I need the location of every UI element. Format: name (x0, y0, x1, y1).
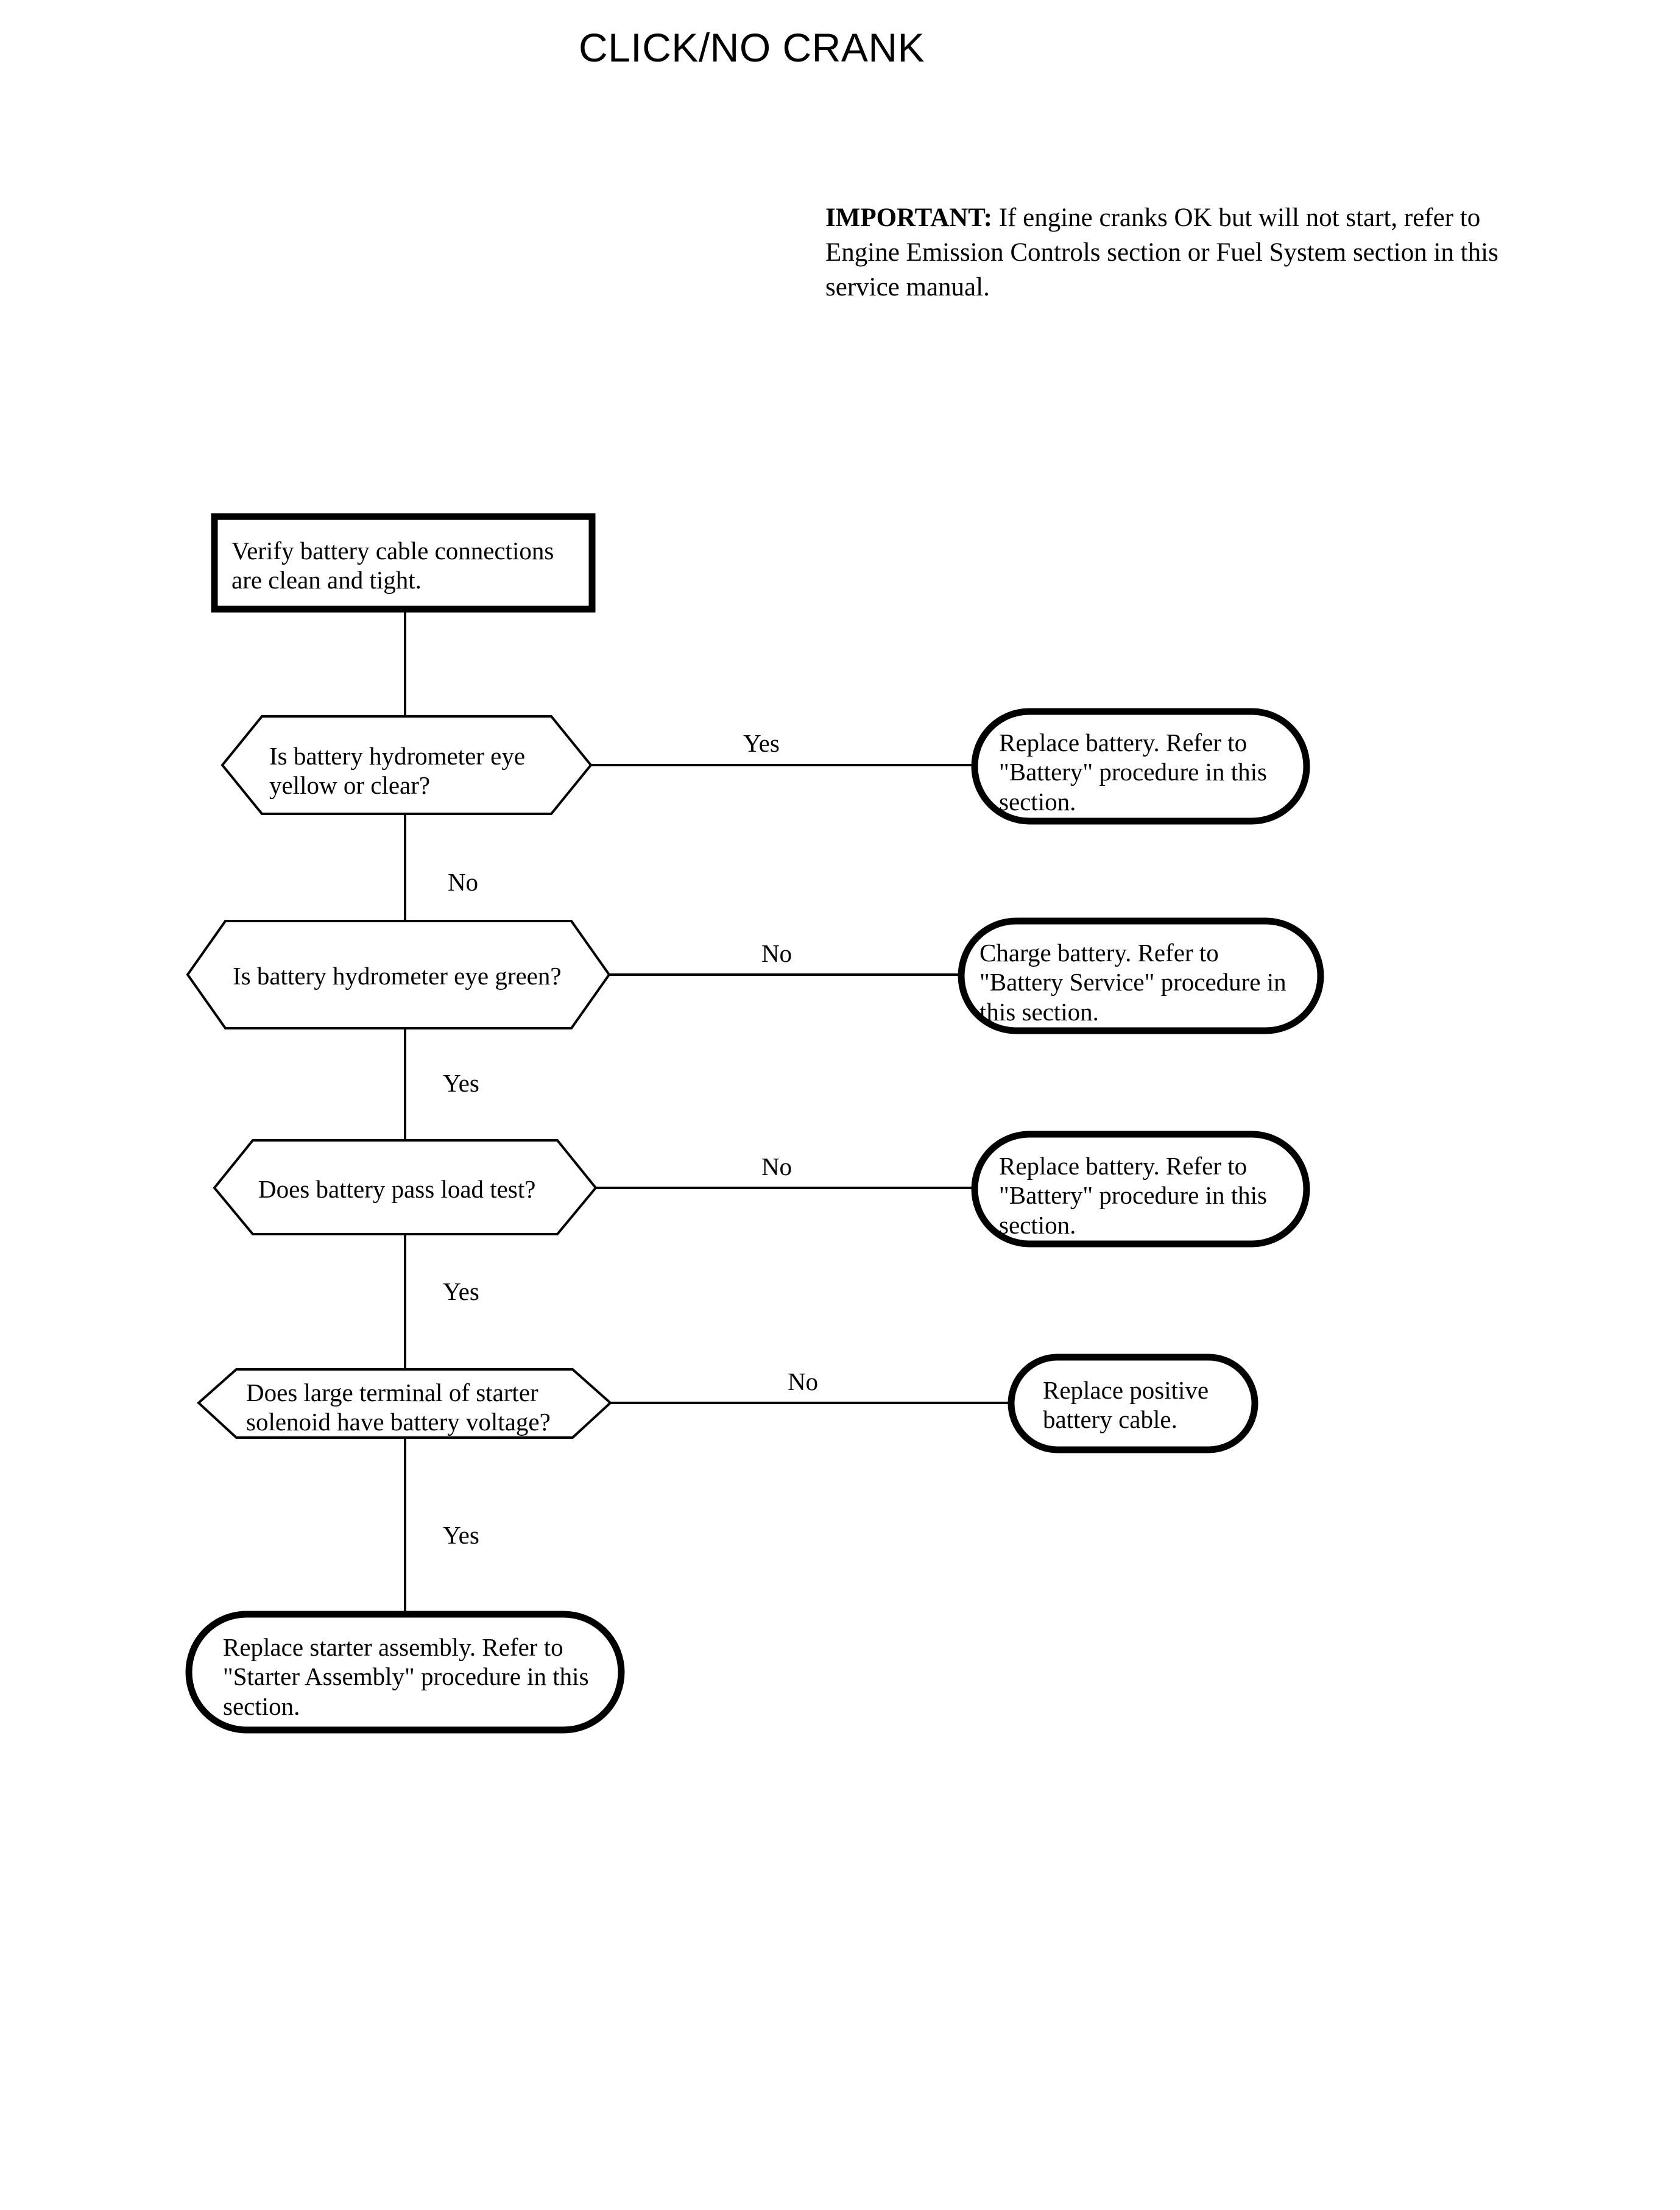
branch-label-d1-yes: Yes (743, 729, 780, 757)
node-charge-battery-label: Charge battery. Refer to "Battery Servic… (979, 939, 1286, 1026)
branch-label-d3-no: No (761, 1153, 792, 1181)
branch-label-d1-no: No (447, 868, 479, 896)
node-decision-hydrometer-green[interactable] (186, 920, 611, 1029)
node-replace-battery-1[interactable] (971, 708, 1310, 825)
node-decision-hydrometer-green-label: Is battery hydrometer eye green? (233, 962, 562, 990)
node-decision-solenoid-voltage-label: Does large terminal of starter solenoid … (246, 1379, 551, 1436)
important-note: IMPORTANT: If engine cranks OK but will … (825, 201, 1520, 305)
node-replace-starter-assembly[interactable] (185, 1611, 625, 1734)
node-replace-battery-1-label: Replace battery. Refer to "Battery" proc… (999, 729, 1267, 816)
page-title: CLICK/NO CRANK (0, 25, 1680, 70)
important-note-lead: IMPORTANT: (825, 203, 992, 232)
node-replace-starter-assembly-label: Replace starter assembly. Refer to "Star… (223, 1633, 589, 1720)
branch-label-d4-yes: Yes (443, 1521, 479, 1549)
branch-label-d4-no: No (787, 1368, 819, 1396)
branch-label-d3-yes: Yes (443, 1277, 479, 1305)
connectors (404, 609, 1011, 1614)
node-decision-hydrometer-yellow-clear-label: Is battery hydrometer eye yellow or clea… (269, 742, 526, 800)
node-charge-battery[interactable] (958, 917, 1324, 1034)
branch-label-d2-yes: Yes (443, 1069, 479, 1097)
important-note-body: If engine cranks OK but will not start, … (825, 203, 1498, 302)
branch-label-d2-no: No (761, 939, 792, 967)
page-title-text: CLICK/NO CRANK (578, 25, 925, 70)
node-replace-battery-2[interactable] (971, 1131, 1310, 1248)
node-decision-hydrometer-yellow-clear[interactable] (221, 715, 593, 815)
node-decision-solenoid-voltage[interactable] (197, 1368, 612, 1439)
node-decision-battery-load-test-label: Does battery pass load test? (258, 1175, 536, 1203)
node-replace-positive-cable-label: Replace positive battery cable. (1043, 1376, 1209, 1434)
node-decision-battery-load-test[interactable] (213, 1139, 598, 1235)
node-replace-battery-2-label: Replace battery. Refer to "Battery" proc… (999, 1152, 1267, 1239)
node-replace-positive-cable[interactable] (1008, 1354, 1258, 1453)
node-verify-cable-connections[interactable] (211, 513, 596, 613)
node-verify-cable-connections-label: Verify battery cable connections are cle… (231, 537, 554, 595)
